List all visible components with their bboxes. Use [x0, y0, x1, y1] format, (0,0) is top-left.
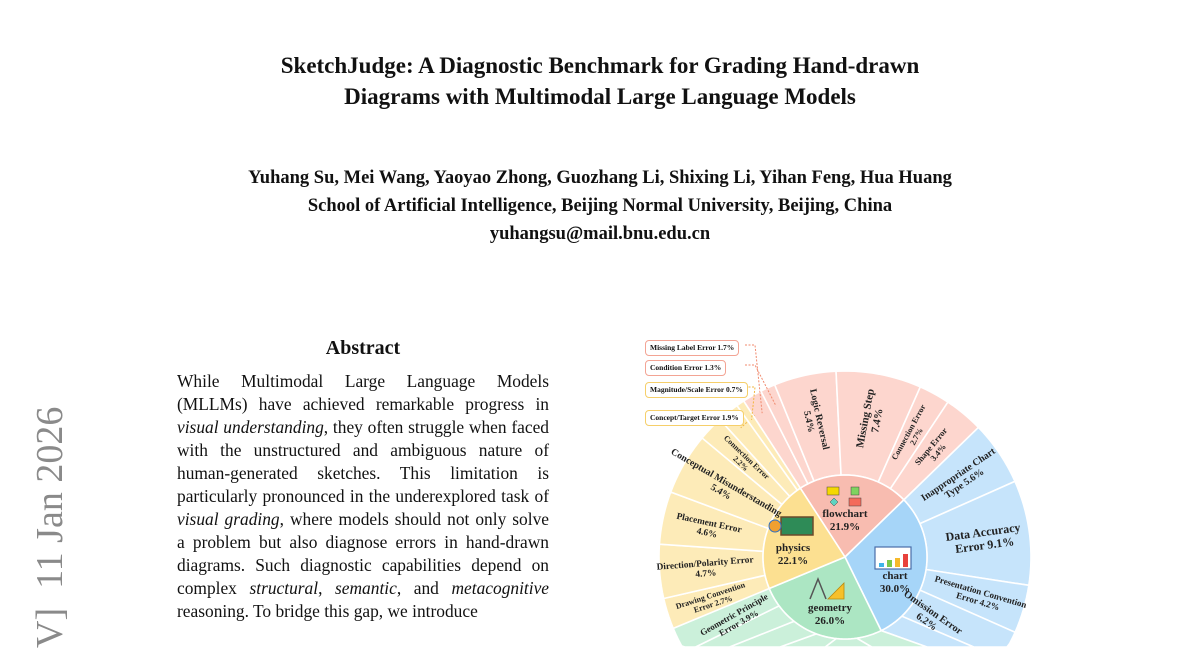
callout-label: Magnitude/Scale Error 0.7%: [645, 382, 748, 398]
callout-leader-line: [740, 414, 757, 429]
title-line-1: SketchJudge: A Diagnostic Benchmark for …: [280, 53, 920, 78]
arxiv-sidebar-stamp: V] 11 Jan 2026: [29, 406, 71, 648]
affiliation: School of Artificial Intelligence, Beiji…: [307, 196, 893, 216]
author-block: Yuhang Su, Mei Wang, Yaoyao Zhong, Guozh…: [0, 164, 1200, 248]
paper-title: SketchJudge: A Diagnostic Benchmark for …: [0, 50, 1200, 112]
flowchart-icon: [826, 486, 862, 507]
callout-label: Concept/Target Error 1.9%: [645, 410, 744, 426]
chart-icon: [874, 546, 912, 570]
sunburst-svg: Logic Reversal5.4%Missing Step7.4%Connec…: [656, 344, 1032, 648]
sunburst-inner-segment-physics: [762, 487, 847, 590]
email: yuhangsu@mail.bnu.edu.cn: [489, 224, 711, 244]
error-taxonomy-sunburst: Logic Reversal5.4%Missing Step7.4%Connec…: [630, 320, 1050, 648]
geometry-icon: [809, 576, 845, 600]
authors: Yuhang Su, Mei Wang, Yaoyao Zhong, Guozh…: [248, 168, 952, 188]
abstract-text: While Multimodal Large Language Models (…: [177, 371, 550, 621]
title-line-2: Diagrams with Multimodal Large Language …: [344, 84, 856, 109]
callout-leader-line: [745, 386, 756, 420]
callout-label: Missing Label Error 1.7%: [645, 340, 740, 356]
abstract-heading: Abstract: [325, 337, 401, 359]
sunburst-inner-segment-flowchart: [799, 474, 905, 559]
physics-icon: [768, 516, 814, 536]
callout-label: Condition Error 1.3%: [645, 360, 727, 376]
